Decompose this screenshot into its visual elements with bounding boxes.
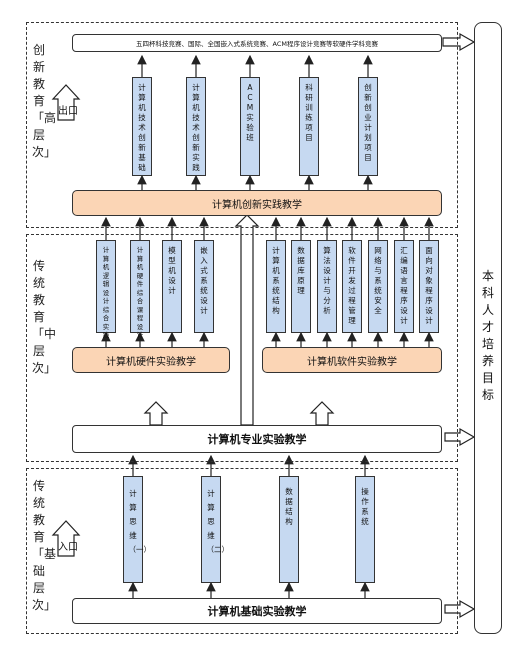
bottom-layer-label: 传统教育「基础层次」 <box>32 479 57 612</box>
top-box-4-text: 科研训练项目 <box>305 83 313 142</box>
sw-box-1-text: 计算机系统结构 <box>272 246 280 315</box>
hw-box-1: 计算机逻辑设计综合实践 <box>96 240 116 339</box>
basic-box-2-text: 计算思维（二） <box>206 489 230 554</box>
hw-box-3: 模型机设计 <box>162 240 182 333</box>
innovation-platform: 计算机创新实践教学 <box>72 190 442 216</box>
top-layer-label: 创新教育「高层次」 <box>32 43 57 159</box>
professional-platform-text: 计算机专业实验教学 <box>207 433 307 446</box>
hw-box-4: 嵌入式系统设计 <box>194 240 214 333</box>
foundation-platform: 计算机基础实验教学 <box>72 598 442 624</box>
basic-box-4: 操作系统 <box>355 476 375 583</box>
sw-box-3-text: 算法设计与分析 <box>323 246 331 315</box>
basic-box-2: 计算思维（二） <box>201 476 230 583</box>
professional-platform: 计算机专业实验教学 <box>72 425 442 453</box>
sw-box-3: 算法设计与分析 <box>317 240 337 333</box>
sw-box-5-text: 网络与系统安全 <box>374 246 382 315</box>
goal-text: 本科人才培养目标 <box>481 269 494 402</box>
top-layer-frame <box>26 22 458 228</box>
basic-box-1: 计算思维（一） <box>123 476 152 583</box>
top-box-3: ACM实验班 <box>240 77 260 176</box>
top-box-2: 计算机技术创新实践 <box>186 77 206 176</box>
innovation-platform-text: 计算机创新实践教学 <box>212 199 302 211</box>
top-box-2-text: 计算机技术创新实践 <box>192 83 200 172</box>
hardware-platform-text: 计算机硬件实验教学 <box>106 356 196 368</box>
top-box-3-text: ACM实验班 <box>246 83 254 142</box>
sw-box-5: 网络与系统安全 <box>368 240 388 333</box>
sw-box-4: 软件开发过程管理 <box>342 240 362 333</box>
competition-text: 五四杯科技竞赛、国际、全国嵌入式系统竞赛、ACM程序设计竞赛等软硬件学科竞赛 <box>136 40 378 48</box>
middle-layer-label: 传统教育「中层次」 <box>32 259 57 375</box>
software-platform-text: 计算机软件实验教学 <box>307 356 397 368</box>
top-box-1: 计算机技术创新基础 <box>132 77 152 176</box>
basic-box-1-text: 计算思维（一） <box>128 489 152 554</box>
hw-box-1-text: 计算机逻辑设计综合实践 <box>102 246 110 339</box>
sw-box-7: 面向对象程序设计 <box>419 240 439 333</box>
basic-box-3: 数据结构 <box>279 476 299 583</box>
software-platform: 计算机软件实验教学 <box>262 347 442 373</box>
hardware-platform: 计算机硬件实验教学 <box>72 347 230 373</box>
middle-layer-frame <box>26 234 458 462</box>
goal-box <box>474 22 502 634</box>
basic-box-3-text: 数据结构 <box>285 487 293 526</box>
sw-box-6: 汇编语言程序设计 <box>394 240 414 333</box>
exit-label: 出口 <box>58 106 78 117</box>
sw-box-2-text: 数据库原理 <box>297 246 305 295</box>
basic-box-4-text: 操作系统 <box>361 487 369 526</box>
sw-box-2: 数据库原理 <box>291 240 311 333</box>
competition-box: 五四杯科技竞赛、国际、全国嵌入式系统竞赛、ACM程序设计竞赛等软硬件学科竞赛 <box>72 34 442 52</box>
sw-box-4-text: 软件开发过程管理 <box>348 246 356 325</box>
top-box-4: 科研训练项目 <box>299 77 319 176</box>
hw-box-2-text: 计算机硬件综合课程设计 <box>136 246 144 339</box>
hw-box-2: 计算机硬件综合课程设计 <box>130 240 150 339</box>
bottom-layer-frame <box>26 468 458 634</box>
sw-box-1: 计算机系统结构 <box>266 240 286 333</box>
sw-box-6-text: 汇编语言程序设计 <box>400 246 408 325</box>
top-box-1-text: 计算机技术创新基础 <box>138 83 146 172</box>
foundation-platform-text: 计算机基础实验教学 <box>207 605 307 618</box>
top-box-5: 创新创业计划项目 <box>358 77 378 176</box>
hw-box-3-text: 模型机设计 <box>168 246 176 295</box>
sw-box-7-text: 面向对象程序设计 <box>425 246 433 325</box>
hw-box-4-text: 嵌入式系统设计 <box>200 246 208 315</box>
entry-label: 入口 <box>58 542 78 553</box>
top-box-5-text: 创新创业计划项目 <box>364 83 372 162</box>
